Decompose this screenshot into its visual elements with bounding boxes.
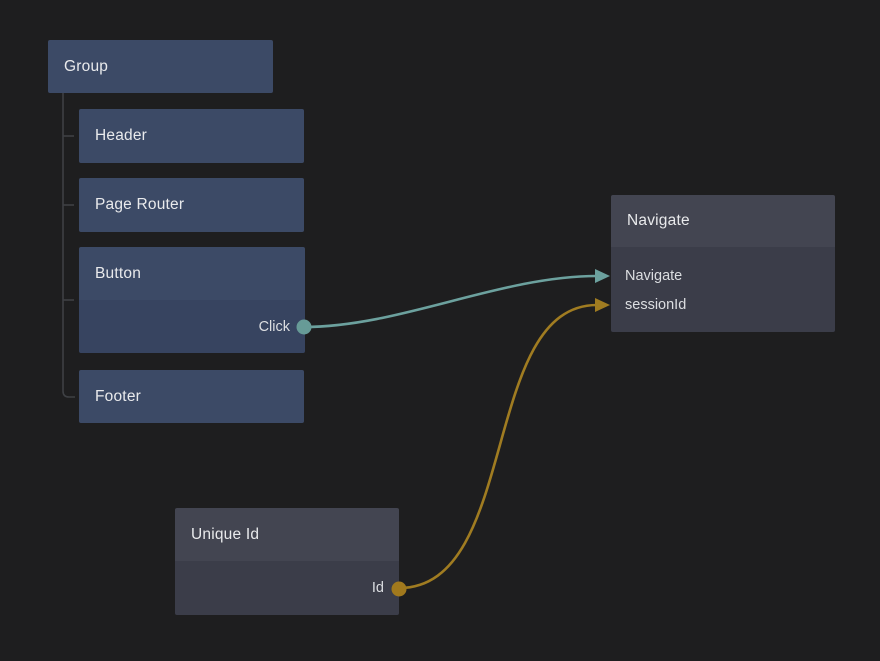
node-navigate-header: Navigate xyxy=(611,195,835,247)
node-page-router[interactable]: Page Router xyxy=(79,178,304,232)
node-footer-header: Footer xyxy=(79,370,304,423)
input-port-sessionid-label: sessionId xyxy=(625,296,687,313)
output-port-id-label: Id xyxy=(371,580,384,596)
node-button-header: Button xyxy=(79,247,305,300)
node-header[interactable]: Header xyxy=(79,109,304,163)
input-port-navigate-label: Navigate xyxy=(625,267,683,284)
input-port-sessionid[interactable]: sessionId xyxy=(611,290,835,319)
node-unique-id-body: Id xyxy=(175,561,399,615)
node-navigate-body: Navigate sessionId xyxy=(611,247,835,332)
node-page-router-header: Page Router xyxy=(79,178,304,232)
node-group-title: Group xyxy=(64,57,109,75)
node-navigate-title: Navigate xyxy=(627,212,690,229)
node-unique-id[interactable]: Unique Id Id xyxy=(175,508,399,615)
wire-click-to-navigate[interactable] xyxy=(296,269,611,335)
node-group[interactable]: Group xyxy=(48,40,273,93)
wire-id-to-sessionid-path[interactable] xyxy=(398,303,598,590)
node-button-body: Click xyxy=(79,300,305,353)
node-button-title: Button xyxy=(95,264,142,282)
wire-id-to-sessionid[interactable] xyxy=(391,298,611,597)
wire-arrowhead-navigate-input-icon xyxy=(595,269,610,283)
node-header-title: Header xyxy=(95,127,148,144)
node-navigate[interactable]: Navigate Navigate sessionId xyxy=(611,195,835,332)
input-port-navigate[interactable]: Navigate xyxy=(611,261,835,290)
node-group-header: Group xyxy=(48,40,273,93)
node-footer-title: Footer xyxy=(95,387,141,405)
node-button[interactable]: Button Click xyxy=(79,247,305,353)
wire-arrowhead-sessionid-input-icon xyxy=(595,298,610,312)
node-page-router-title: Page Router xyxy=(95,196,185,213)
wire-click-to-navigate-path[interactable] xyxy=(303,274,598,329)
node-unique-id-title: Unique Id xyxy=(191,525,260,543)
node-unique-id-header: Unique Id xyxy=(175,508,399,561)
output-port-click-label: Click xyxy=(258,318,290,335)
tree-trunk-line xyxy=(62,93,75,398)
node-footer[interactable]: Footer xyxy=(79,370,304,423)
node-header-header: Header xyxy=(79,109,304,163)
